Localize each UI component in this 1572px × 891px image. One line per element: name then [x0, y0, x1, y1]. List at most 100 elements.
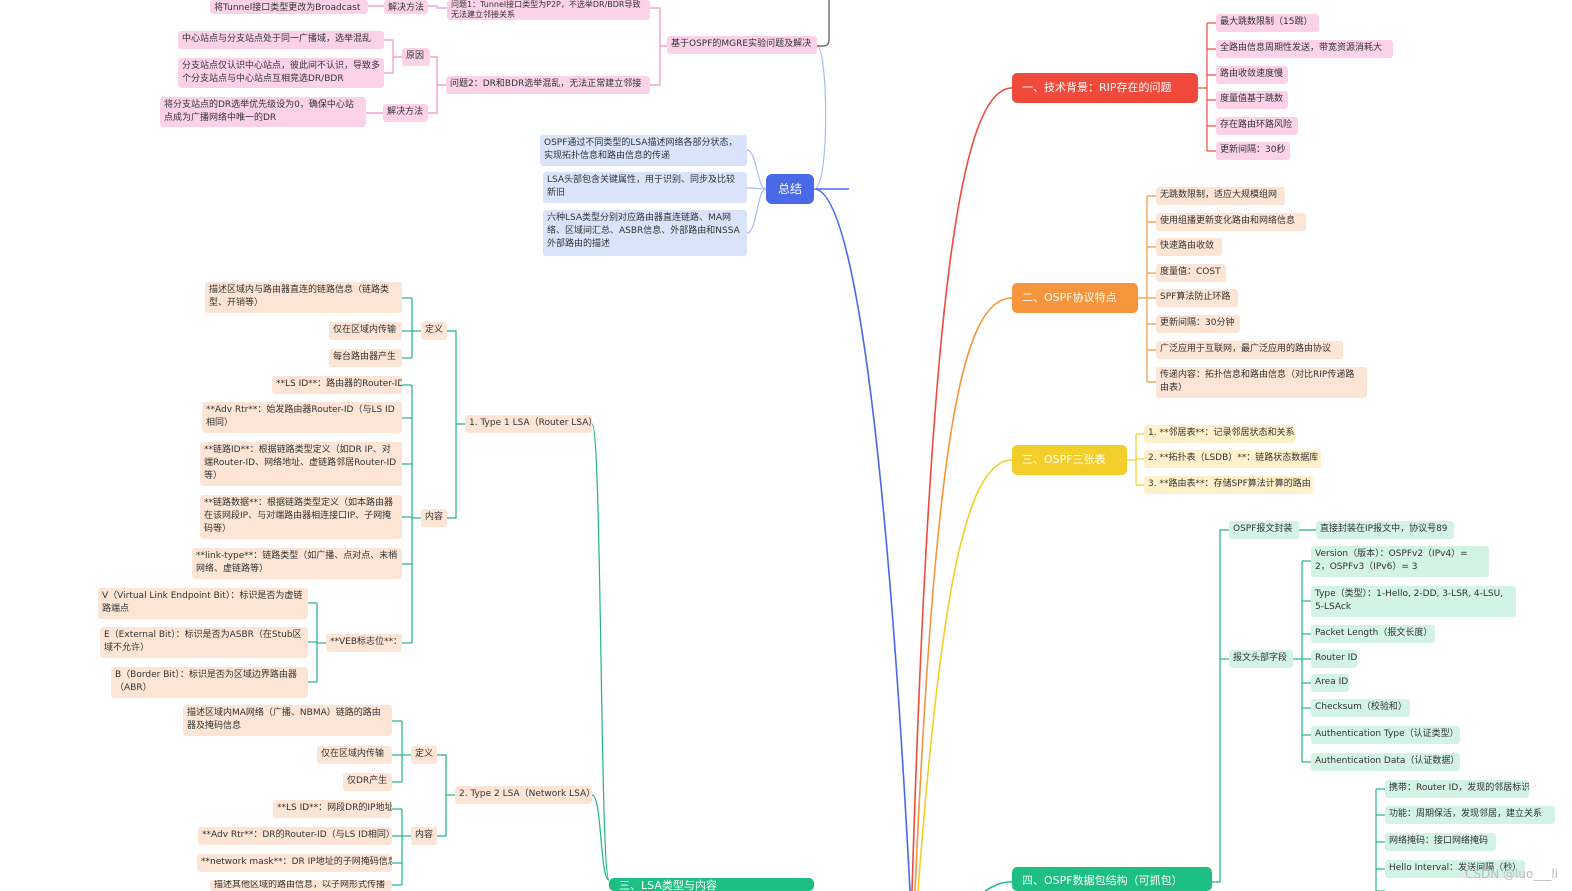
sec3-item-2[interactable]: 2. **拓扑表（LSDB）**：链路状态数据库 — [1144, 450, 1321, 468]
connector-5 — [984, 881, 1013, 891]
t1-def-2[interactable]: 仅在区域内传输 — [329, 322, 402, 340]
solution-2-node[interactable]: 将分支站点的DR选举优先级设为0，确保中心站点成为广播网络中唯一的DR — [160, 97, 366, 127]
veb-e[interactable]: E（External Bit）：标识是否为ASBR（在Stub区域不允许） — [100, 627, 308, 658]
connector-13 — [428, 5, 447, 9]
t1-content-4[interactable]: **链路数据**：根据链路类型定义（如本路由器在该网段IP、与对端路由器相连接口… — [200, 495, 402, 539]
field-length[interactable]: Packet Length（报文长度） — [1311, 625, 1435, 643]
hello-item-1[interactable]: 携带：Router ID，发现的邻居标识 — [1385, 780, 1529, 798]
connector-22 — [447, 330, 465, 425]
lsa-section-node[interactable]: 三、LSA类型与内容 — [609, 878, 814, 891]
section-1-title[interactable]: 一、技术背景：RIP存在的问题 — [1012, 73, 1198, 103]
reason-1-node[interactable]: 中心站点与分支站点处于同一广播域，选举混乱 — [178, 31, 384, 49]
t2-content-tag[interactable]: 内容 — [411, 827, 437, 845]
t1-def-tag[interactable]: 定义 — [421, 322, 447, 340]
sec2-item-7[interactable]: 广泛应用于互联网，最广泛应用的路由协议 — [1156, 341, 1343, 359]
t1-def-3[interactable]: 每台路由器产生 — [329, 349, 402, 367]
encap-tag[interactable]: OSPF报文封装 — [1229, 521, 1299, 539]
hello-item-3[interactable]: 网络掩码：接口网络掩码 — [1385, 833, 1496, 851]
hello-item-4[interactable]: Hello Interval：发送间隔（秒） — [1385, 860, 1525, 878]
veb-v[interactable]: V（Virtual Link Endpoint Bit）：标识是否为虚链路端点 — [98, 588, 308, 619]
connector-78 — [1212, 529, 1229, 883]
section-2-title[interactable]: 二、OSPF协议特点 — [1012, 283, 1138, 313]
sec1-item-6[interactable]: 更新间隔：30秒 — [1216, 142, 1290, 160]
lsa-type2-node[interactable]: 2. Type 2 LSA（Network LSA） — [455, 786, 592, 804]
t1-content-1[interactable]: **LS ID**：路由器的Router-ID — [272, 376, 402, 394]
sec1-item-5[interactable]: 存在路由环路风险 — [1216, 117, 1298, 135]
reason-2-node[interactable]: 分支站点仅认识中心站点，彼此间不认识，导致多个分支站点与中心站点互相竞选DR/B… — [178, 58, 384, 88]
connector-43 — [437, 795, 447, 837]
hello-item-2[interactable]: 功能：周期保活，发现邻居，建立关系 — [1385, 806, 1555, 824]
t2-def-2[interactable]: 仅在区域内传输 — [317, 746, 392, 764]
solution-tag-1[interactable]: 解决方法 — [384, 0, 428, 14]
sec3-item-1[interactable]: 1. **邻居表**：记录邻居状态和关系 — [1144, 425, 1295, 443]
connector-4 — [917, 459, 1013, 891]
sec1-item-4[interactable]: 度量值基于跳数 — [1216, 91, 1288, 109]
veb-b[interactable]: B（Border Bit）：标识是否为区域边界路由器（ABR） — [111, 667, 308, 698]
t2-content-3[interactable]: **network mask**：DR IP地址的子网掩码信息 — [197, 854, 392, 872]
summary-item-3[interactable]: 六种LSA类型分别对应路由器直连链路、MA网络、区域间汇总、ASBR信息、外部路… — [543, 210, 747, 256]
connector-12 — [650, 46, 661, 86]
field-router-id[interactable]: Router ID — [1311, 650, 1357, 668]
t1-content-2[interactable]: **Adv Rtr**：始发路由器Router-ID（与LS ID相同） — [202, 402, 402, 433]
solution-tag-2[interactable]: 解决方法 — [383, 104, 428, 122]
header-tag[interactable]: 报文头部字段 — [1229, 650, 1293, 668]
sec2-item-8[interactable]: 传递内容：拓扑信息和路由信息（对比RIP传递路由表） — [1156, 367, 1367, 398]
field-area-id[interactable]: Area ID — [1311, 674, 1349, 692]
solution-broadcast[interactable]: 将Tunnel接口类型更改为Broadcast — [210, 0, 368, 14]
section-4-title[interactable]: 四、OSPF数据包结构（可抓包） — [1012, 867, 1212, 891]
sec1-item-3[interactable]: 路由收敛速度慢 — [1216, 66, 1288, 84]
connector-42 — [437, 754, 455, 796]
sec1-item-1[interactable]: 最大跳数限制（15跳） — [1216, 14, 1319, 32]
sec2-item-3[interactable]: 快速路由收敛 — [1156, 238, 1222, 256]
t2-partial[interactable]: 描述其他区域的路由信息，以子网形式传播 — [210, 880, 392, 891]
connector-2 — [911, 87, 1013, 891]
connector-15 — [430, 56, 446, 86]
t2-def-1[interactable]: 描述区域内MA网络（广播、NBMA）链路的路由器及掩码信息 — [183, 705, 392, 736]
root-node-summary[interactable]: 总结 — [766, 174, 814, 204]
t1-content-5[interactable]: **link-type**：链路类型（如广播、点对点、末梢网络、虚链路等） — [192, 548, 402, 579]
sec2-item-2[interactable]: 使用组播更新变化路由和网络信息 — [1156, 213, 1306, 231]
connector-17 — [384, 39, 402, 58]
section-3-title[interactable]: 三、OSPF三张表 — [1012, 445, 1127, 475]
t1-content-3[interactable]: **链路ID**：根据链路类型定义（如DR IP、对端Router-ID、网络地… — [200, 442, 402, 486]
sec3-item-3[interactable]: 3. **路由表**：存储SPF算法计算的路由 — [1144, 476, 1313, 494]
issue-1-node[interactable]: 问题1：Tunnel接口类型为P2P，不选举DR/BDR导致无法建立邻接关系 — [447, 0, 650, 20]
sec2-item-6[interactable]: 更新间隔：30分钟 — [1156, 315, 1240, 333]
connector-21 — [591, 794, 610, 881]
sec1-item-2[interactable]: 全路由信息周期性发送，带宽资源消耗大 — [1216, 40, 1393, 58]
sec2-item-1[interactable]: 无跳数限制，适应大规模组网 — [1156, 187, 1285, 205]
field-auth-type[interactable]: Authentication Type（认证类型） — [1311, 726, 1460, 744]
veb-tag[interactable]: **VEB标志位**： — [326, 634, 402, 652]
connector-23 — [447, 424, 457, 519]
connector-0 — [813, 188, 911, 891]
connector-10 — [817, 0, 830, 47]
reason-tag[interactable]: 原因 — [402, 48, 430, 66]
field-version[interactable]: Version（版本）：OSPFv2（IPv4）= 2，OSPFv3（IPv6）… — [1311, 546, 1489, 577]
connector-20 — [591, 423, 610, 881]
summary-item-2[interactable]: LSA头部包含关键属性，用于识别、同步及比较新旧 — [543, 172, 747, 203]
summary-item-1[interactable]: OSPF通过不同类型的LSA描述网络各部分状态，实现拓扑信息和路由信息的传递 — [540, 135, 747, 166]
t2-content-1[interactable]: **LS ID**：网段DR的IP地址 — [273, 800, 392, 818]
issue-2-node[interactable]: 问题2：DR和BDR选举混乱，无法正常建立邻接 — [446, 76, 650, 94]
lsa-type1-node[interactable]: 1. Type 1 LSA（Router LSA） — [465, 415, 592, 433]
watermark: CSDN @luo___li — [1465, 867, 1558, 881]
sec2-item-5[interactable]: SPF算法防止环路 — [1156, 289, 1238, 307]
t1-def-1[interactable]: 描述区域内与路由器直连的链路信息（链路类型、开销等） — [205, 282, 402, 313]
t1-content-tag[interactable]: 内容 — [421, 509, 447, 527]
t2-def-3[interactable]: 仅DR产生 — [343, 773, 392, 791]
connector-6 — [746, 149, 767, 190]
connector-8 — [746, 188, 767, 234]
sec2-item-4[interactable]: 度量值：COST — [1156, 264, 1226, 282]
t2-def-tag[interactable]: 定义 — [411, 746, 437, 764]
mgre-branch-node[interactable]: 基于OSPF的MGRE实验问题及解决 — [667, 36, 817, 54]
connector-3 — [914, 297, 1013, 891]
connector-11 — [650, 7, 667, 47]
encap-value[interactable]: 直接封装在IP报文中，协议号89 — [1316, 521, 1454, 539]
t2-content-2[interactable]: **Adv Rtr**：DR的Router-ID（与LS ID相同） — [198, 827, 392, 845]
field-type[interactable]: Type（类型）：1-Hello, 2-DD, 3-LSR, 4-LSU, 5-… — [1311, 586, 1516, 617]
connector-9 — [813, 45, 827, 190]
field-auth-data[interactable]: Authentication Data（认证数据） — [1311, 753, 1460, 771]
field-checksum[interactable]: Checksum（校验和） — [1311, 699, 1410, 717]
